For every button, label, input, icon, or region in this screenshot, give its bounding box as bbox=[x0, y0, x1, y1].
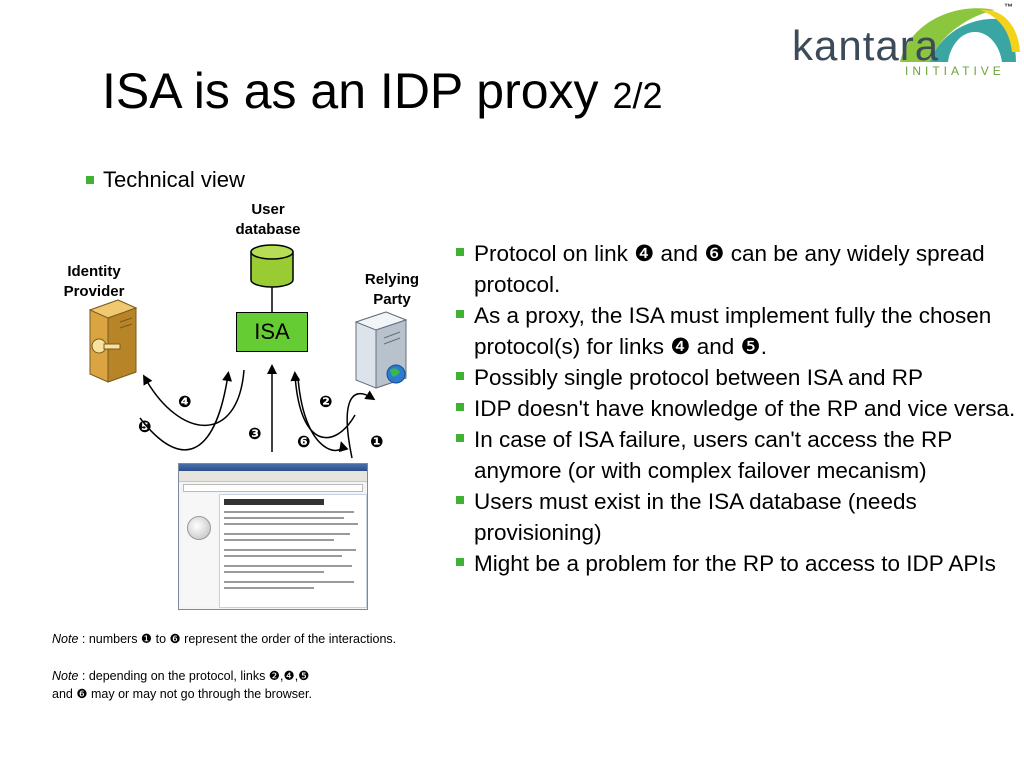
list-item: IDP doesn't have knowledge of the RP and… bbox=[456, 393, 1016, 424]
browser-toolbar bbox=[179, 471, 367, 482]
bullet-icon bbox=[456, 558, 464, 566]
list-item-text: Possibly single protocol between ISA and… bbox=[474, 365, 924, 390]
arrow-link-6 bbox=[297, 377, 349, 453]
list-item-text: In case of ISA failure, users can't acce… bbox=[474, 427, 952, 483]
link-number-5: ❺ bbox=[138, 419, 152, 436]
slide-title: ISA is as an IDP proxy 2/2 bbox=[102, 66, 663, 116]
note-order: Note : numbers ❶ to ❻ represent the orde… bbox=[52, 630, 396, 648]
list-item: As a proxy, the ISA must implement fully… bbox=[456, 300, 1016, 362]
browser-address-bar bbox=[183, 484, 363, 492]
user-database-label-line2: database bbox=[235, 221, 301, 238]
list-item-text: IDP doesn't have knowledge of the RP and… bbox=[474, 396, 1016, 421]
relying-party-label-line2: Party bbox=[373, 291, 411, 308]
list-item: In case of ISA failure, users can't acce… bbox=[456, 424, 1016, 486]
list-item: Users must exist in the ISA database (ne… bbox=[456, 486, 1016, 548]
logo-arc-teal bbox=[930, 18, 1016, 62]
kantara-logo bbox=[900, 8, 1020, 62]
identity-provider-server-icon bbox=[88, 299, 138, 383]
logo-arc-green bbox=[900, 8, 995, 62]
bullet-icon bbox=[456, 248, 464, 256]
note-protocol-text: : depending on the protocol, links ❷,❹,❺ bbox=[78, 669, 310, 683]
slide-title-suffix: 2/2 bbox=[612, 75, 663, 116]
note-protocol-continued: and ❻ may or may not go through the brow… bbox=[52, 687, 312, 701]
note-label: Note bbox=[52, 632, 79, 646]
logo-trademark: ™ bbox=[1004, 2, 1013, 12]
link-number-4: ❹ bbox=[178, 394, 192, 411]
isa-label: ISA bbox=[254, 319, 290, 344]
list-item: Protocol on link ❹ and ❻ can be any wide… bbox=[456, 238, 1016, 300]
list-item-text: Users must exist in the ISA database (ne… bbox=[474, 489, 917, 545]
wiki-globe-icon bbox=[187, 516, 211, 540]
database-icon bbox=[250, 244, 294, 288]
user-database-label-line1: User bbox=[251, 201, 285, 218]
link-number-1: ❶ bbox=[370, 434, 384, 451]
isa-box: ISA bbox=[236, 312, 308, 352]
arrow-link-2 bbox=[290, 371, 356, 439]
bullet-icon bbox=[456, 496, 464, 504]
browser-content bbox=[219, 494, 367, 608]
identity-provider-label-line2: Provider bbox=[63, 283, 125, 300]
arrow-link-4 bbox=[143, 369, 245, 426]
list-item: Possibly single protocol between ISA and… bbox=[456, 362, 1016, 393]
bullet-list: Protocol on link ❹ and ❻ can be any wide… bbox=[456, 238, 1016, 579]
bullet-icon bbox=[456, 372, 464, 380]
note-protocol: Note : depending on the protocol, links … bbox=[52, 667, 309, 685]
list-item-text: As a proxy, the ISA must implement fully… bbox=[474, 303, 992, 359]
link-number-2: ❷ bbox=[319, 394, 333, 411]
bullet-icon bbox=[86, 176, 94, 184]
identity-provider-label: Identity Provider bbox=[54, 262, 134, 302]
relying-party-label-line1: Relying bbox=[364, 271, 420, 288]
arrow-link-5 bbox=[139, 371, 233, 451]
relying-party-label: Relying Party bbox=[352, 270, 432, 310]
logo-wordmark: kantara bbox=[792, 22, 940, 69]
bullet-icon bbox=[456, 403, 464, 411]
technical-view-label: Technical view bbox=[103, 167, 245, 192]
browser-titlebar bbox=[179, 464, 367, 471]
user-database-label: User database bbox=[226, 200, 310, 240]
relying-party-server-icon bbox=[354, 311, 408, 389]
note-order-text: : numbers ❶ to ❻ represent the order of … bbox=[78, 632, 397, 646]
link-number-6: ❻ bbox=[297, 434, 311, 451]
browser-screenshot bbox=[178, 463, 368, 610]
bullet-icon bbox=[456, 310, 464, 318]
list-item-text: Protocol on link ❹ and ❻ can be any wide… bbox=[474, 241, 985, 297]
browser-sidebar bbox=[181, 494, 217, 606]
link-number-3: ❸ bbox=[248, 426, 262, 443]
slide-title-main: ISA is as an IDP proxy bbox=[102, 63, 599, 119]
note-label: Note bbox=[52, 669, 79, 683]
logo-arc-yellow bbox=[980, 9, 1020, 52]
bullet-icon bbox=[456, 434, 464, 442]
list-item: Might be a problem for the RP to access … bbox=[456, 548, 1016, 579]
identity-provider-label-line1: Identity bbox=[67, 263, 121, 280]
arrow-link-1 bbox=[346, 390, 376, 459]
list-item-text: Might be a problem for the RP to access … bbox=[474, 551, 996, 576]
logo-subtitle: INITIATIVE bbox=[905, 64, 1005, 78]
